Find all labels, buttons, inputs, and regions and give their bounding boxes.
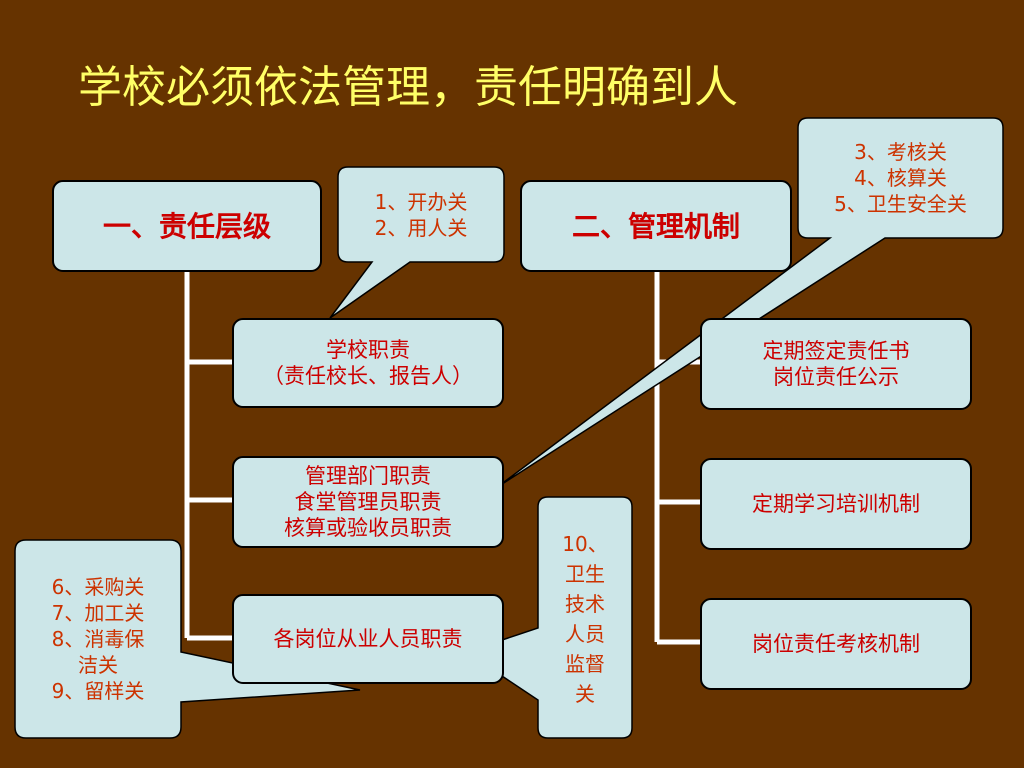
heading-label: 二、管理机制	[571, 209, 740, 243]
node-line: 核算或验收员职责	[284, 516, 452, 541]
callout-line: 关	[575, 682, 595, 706]
callout-line: 卫生	[565, 562, 605, 586]
callout-line: 8、消毒保	[51, 627, 145, 651]
heading-label: 一、责任层级	[102, 209, 271, 243]
node-department-duty: 管理部门职责 食堂管理员职责 核算或验收员职责	[232, 456, 504, 548]
node-line: 食堂管理员职责	[294, 489, 442, 514]
node-line: 岗位责任公示	[773, 365, 899, 389]
callout-line: 3、考核关	[854, 140, 947, 164]
callout-line: 技术	[565, 592, 605, 616]
callout-line: 2、用人关	[374, 215, 468, 240]
callout-line: 7、加工关	[51, 601, 145, 625]
page-title: 学校必须依法管理，责任明确到人	[78, 62, 738, 113]
callout-line: 5、卫生安全关	[834, 192, 967, 216]
callout-line: 人员	[565, 622, 605, 646]
heading-responsibility-levels: 一、责任层级	[52, 180, 322, 272]
node-line: 学校职责	[326, 337, 410, 362]
node-school-duty: 学校职责 （责任校长、报告人）	[232, 318, 504, 408]
callout-line: 4、核算关	[854, 166, 947, 190]
heading-management-mechanism: 二、管理机制	[520, 180, 792, 272]
callout-line: 6、采购关	[51, 575, 145, 599]
node-line: 各岗位从业人员职责	[273, 626, 463, 651]
callout-line: 10、	[562, 532, 608, 556]
node-line: 管理部门职责	[305, 463, 431, 488]
node-line: 定期学习培训机制	[752, 491, 920, 516]
callout-bubble-bottom-center	[464, 496, 633, 739]
callout-line: 洁关	[78, 653, 118, 677]
node-line: 定期签定责任书	[762, 338, 910, 363]
callout-bubble-top-center	[329, 166, 505, 319]
callout-line: 1、开办关	[374, 189, 468, 214]
node-assessment-mechanism: 岗位责任考核机制	[700, 598, 972, 690]
callout-top-right: 3、考核关 4、核算关 5、卫生安全关	[798, 118, 1003, 238]
callout-line: 9、留样关	[51, 679, 145, 703]
callout-line: 监督	[565, 652, 605, 676]
callout-bottom-center: 10、 卫生 技术 人员 监督 关	[538, 500, 632, 738]
callout-top-center: 1、开办关 2、用人关	[338, 167, 504, 262]
node-line: （责任校长、报告人）	[263, 364, 473, 388]
left-tree-connectors	[184, 272, 234, 641]
callout-bottom-left: 6、采购关 7、加工关 8、消毒保 洁关 9、留样关	[15, 540, 181, 738]
right-tree-connectors	[654, 272, 702, 645]
callout-bubble-bottom-left	[14, 539, 361, 739]
node-training-mechanism: 定期学习培训机制	[700, 458, 972, 550]
node-line: 岗位责任考核机制	[752, 631, 920, 656]
node-responsibility-contract: 定期签定责任书 岗位责任公示	[700, 318, 972, 410]
node-staff-duty: 各岗位从业人员职责	[232, 594, 504, 684]
callout-bubble-top-right	[495, 117, 1004, 489]
